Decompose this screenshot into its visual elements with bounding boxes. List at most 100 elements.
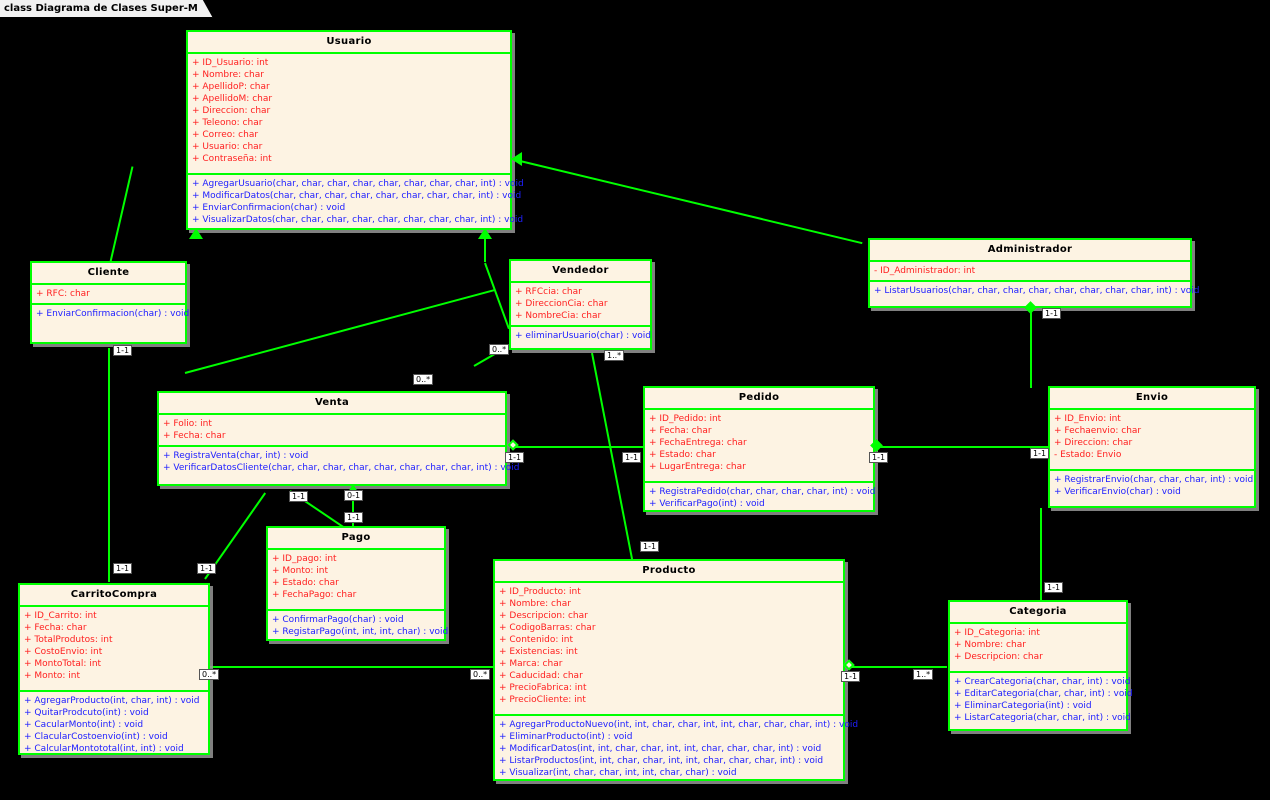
class-name-venta: Venta (159, 393, 505, 415)
operation-row: + Visualizar(int, char, char, int, int, … (499, 767, 841, 779)
compartment-spacer (1054, 461, 1252, 466)
attribute-text: + PrecioFabrica: int (499, 683, 587, 693)
multiplicity-pedido-right: 1-1 (869, 452, 889, 463)
class-name-vendedor: Vendedor (511, 261, 650, 283)
multiplicity-pago-top: 1-1 (344, 512, 364, 523)
attribute-text: + Usuario: char (192, 142, 263, 152)
class-name-carritocompra: CarritoCompra (20, 585, 208, 607)
operation-row: + CalcularMontototal(int, int) : void (24, 743, 206, 755)
class-box-producto[interactable]: Producto + ID_Producto: int + Nombre: ch… (493, 559, 858, 782)
operations-vendedor: + eliminarUsuario(char) : void (511, 327, 652, 345)
attribute-row: + MontoTotal: int (24, 658, 206, 670)
attribute-text: - Estado: Envio (1054, 450, 1122, 460)
operation-row: + AgregarProductoNuevo(int, int, char, c… (499, 719, 858, 731)
attribute-text: + Descripcion: char (499, 611, 588, 621)
attribute-row: + Nombre: char (192, 69, 508, 81)
attribute-row: + RFCcia: char (515, 286, 648, 298)
operation-text: + VerificarEnvio(char) : void (1054, 487, 1181, 497)
attribute-row: + NombreCia: char (515, 310, 648, 322)
class-name-cliente: Cliente (32, 263, 185, 285)
operation-row: + CacularMonto(int) : void (24, 719, 206, 731)
operation-text: + EliminarProducto(int) : void (499, 732, 633, 742)
class-box-envio[interactable]: Envio + ID_Envio: int + Fechaenvio: char… (1048, 386, 1256, 508)
attributes-cliente: + RFC: char (32, 285, 185, 305)
attributes-pago: + ID_pago: int + Monto: int + Estado: ch… (268, 550, 444, 611)
connector-venta-pedido (516, 446, 648, 448)
arrowhead-administrador-usuario (511, 152, 522, 166)
operation-text: + eliminarUsuario(char) : void (515, 331, 652, 341)
diamond-venta-pedido (507, 439, 519, 451)
connector-pedido-envio (876, 446, 1048, 448)
operation-row: + eliminarUsuario(char) : void (515, 330, 652, 342)
multiplicity-producto-categoria: 1-1 (841, 671, 861, 682)
class-box-categoria[interactable]: Categoria + ID_Categoria: int + Nombre: … (948, 600, 1133, 731)
operation-text: + RegistrarEnvio(char, char, char, int) … (1054, 475, 1254, 485)
class-box-carritocompra[interactable]: CarritoCompra + ID_Carrito: int + Fecha:… (18, 583, 210, 755)
connector-pago-venta (352, 492, 354, 526)
attributes-administrador: - ID_Administrador: int (870, 262, 1190, 282)
operations-producto: + AgregarProductoNuevo(int, int, char, c… (495, 716, 858, 782)
attribute-row: + ID_Producto: int (499, 586, 841, 598)
attribute-text: + Contraseña: int (192, 154, 272, 164)
operation-row: + RegistraVenta(char, int) : void (163, 450, 503, 462)
operation-text: + ListarCategoria(char, char, int) : voi… (954, 713, 1131, 723)
operation-text: + RegistraVenta(char, int) : void (163, 451, 309, 461)
class-box-vendedor[interactable]: Vendedor + RFCcia: char + DireccionCia: … (509, 259, 652, 350)
attribute-text: + LugarEntrega: char (649, 462, 746, 472)
attributes-producto: + ID_Producto: int + Nombre: char + Desc… (495, 583, 843, 716)
attribute-row: + Estado: char (272, 577, 442, 589)
attribute-row: + ID_Categoria: int (954, 627, 1124, 639)
operation-row: + ModificarDatos(int, int, char, char, i… (499, 743, 841, 755)
compartment-spacer (272, 601, 442, 606)
connector-producto-categoria (852, 666, 947, 668)
operation-row: + VerificarEnvio(char) : void (1054, 486, 1252, 498)
multiplicity-venta-pago-right: 0-1 (344, 490, 364, 501)
attribute-text: + ID_Envio: int (1054, 414, 1121, 424)
operation-text: + CacularMonto(int) : void (24, 720, 144, 730)
compartment-spacer (649, 473, 871, 478)
attributes-venta: + Folio: int + Fecha: char (159, 415, 505, 447)
attribute-row: + Descripcion: char (499, 610, 841, 622)
attribute-row: + Marca: char (499, 658, 841, 670)
class-name-usuario: Usuario (188, 32, 510, 54)
operation-text: + CrearCategoria(char, char, int) : void (954, 677, 1131, 687)
multiplicity-categoria-top: 1-1 (1044, 582, 1064, 593)
attribute-row: + Caducidad: char (499, 670, 841, 682)
operation-text: + ModificarDatos(int, int, char, char, i… (499, 744, 822, 754)
class-box-cliente[interactable]: Cliente + RFC: char + EnviarConfirmacion… (30, 261, 189, 344)
attribute-text: + PrecioCliente: int (499, 695, 586, 705)
class-box-pedido[interactable]: Pedido + ID_Pedido: int + Fecha: char + … (643, 386, 875, 512)
operation-row: + ClacularCostoenvio(int) : void (24, 731, 206, 743)
attribute-text: + Estado: char (649, 450, 716, 460)
attribute-row: + Fecha: char (163, 430, 503, 442)
diagram-title-tab[interactable]: class Diagrama de Clases Super-M (0, 0, 213, 18)
class-box-administrador[interactable]: Administrador - ID_Administrador: int + … (868, 238, 1200, 308)
class-box-pago[interactable]: Pago + ID_pago: int + Monto: int + Estad… (266, 526, 448, 641)
class-box-venta[interactable]: Venta + Folio: int + Fecha: char + Regis… (157, 391, 519, 486)
operations-categoria: + CrearCategoria(char, char, int) : void… (950, 673, 1133, 727)
multiplicity-vendedor-venta: 0..* (413, 374, 434, 385)
operation-row: + QuitarProdcuto(int) : void (24, 707, 206, 719)
attribute-text: + Folio: int (163, 419, 212, 429)
attribute-text: + FechaEntrega: char (649, 438, 747, 448)
operations-administrador: + ListarUsuarios(char, char, char, char,… (870, 282, 1200, 300)
attribute-row: + Nombre: char (954, 639, 1124, 651)
attribute-row: + TotalProdutos: int (24, 634, 206, 646)
operation-text: + ClacularCostoenvio(int) : void (24, 732, 168, 742)
operation-row: + ListarProductos(int, int, char, char, … (499, 755, 841, 767)
operation-row: + ListarUsuarios(char, char, char, char,… (874, 285, 1200, 297)
class-box-usuario[interactable]: Usuario + ID_Usuario: int + Nombre: char… (186, 30, 524, 230)
operation-row: + VerificarPago(int) : void (649, 498, 871, 510)
attribute-text: - ID_Administrador: int (874, 266, 976, 276)
attribute-row: + CostoEnvio: int (24, 646, 206, 658)
class-name-pago: Pago (268, 528, 444, 550)
operation-text: + AgregarProductoNuevo(int, int, char, c… (499, 720, 859, 730)
attribute-row: + Direccion: char (192, 105, 508, 117)
operation-text: + EliminarCategoria(int) : void (954, 701, 1092, 711)
connector-administrador-envio (1030, 310, 1032, 388)
attributes-categoria: + ID_Categoria: int + Nombre: char + Des… (950, 624, 1126, 673)
attribute-text: + Monto: int (272, 566, 329, 576)
multiplicity-categoria-left: 1..* (913, 669, 934, 680)
connector-envio-categoria (1040, 508, 1042, 600)
